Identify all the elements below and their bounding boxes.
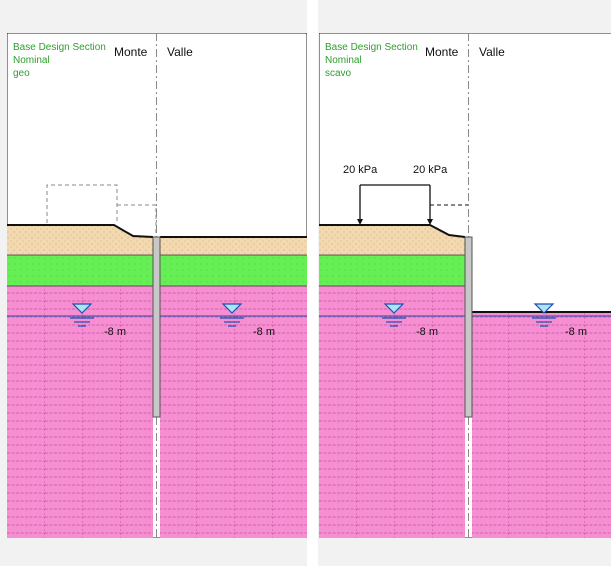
side-label-monte: Monte: [114, 45, 148, 59]
section-phase: scavo: [325, 68, 352, 79]
section-drawing-geo: Base Design Section Nominal geo Monte Va…: [7, 33, 307, 538]
water-level-label-valle: -8 m: [565, 326, 587, 338]
clay-layer-valle: [472, 312, 611, 538]
section-title: Base Design Section: [13, 42, 106, 53]
diaphragm-wall: [464, 236, 473, 418]
water-level-label-valle: -8 m: [253, 326, 275, 338]
side-label-valle: Valle: [479, 45, 505, 59]
water-table-icon: [70, 303, 94, 327]
ground-surface-monte: [319, 224, 466, 238]
inactive-surcharge: [46, 184, 118, 223]
section-title: Base Design Section: [325, 42, 418, 53]
clay-layer-monte: [7, 286, 153, 538]
water-table-icon: [382, 303, 406, 327]
ground-surface-monte: [7, 224, 154, 238]
section-panel-scavo: Base Design Section Nominal scavo Monte …: [318, 0, 611, 566]
sand-layer-valle: [160, 237, 307, 255]
section-phase: geo: [13, 68, 30, 79]
diaphragm-wall: [152, 236, 161, 418]
water-level-label-monte: -8 m: [416, 326, 438, 338]
sand-layer-monte: [319, 225, 465, 255]
section-mode: Nominal: [325, 55, 362, 66]
load-label-left: 20 kPa: [343, 164, 378, 176]
grass-layer-monte: [7, 255, 153, 286]
water-table-icon: [220, 303, 244, 327]
sand-layer-monte: [7, 225, 153, 255]
section-drawing-scavo: Base Design Section Nominal scavo Monte …: [319, 33, 611, 538]
section-mode: Nominal: [13, 55, 50, 66]
load-label-right: 20 kPa: [413, 164, 448, 176]
grass-layer-valle: [160, 255, 307, 286]
clay-layer-monte: [319, 286, 465, 538]
side-label-valle: Valle: [167, 45, 193, 59]
clay-layer-valle: [160, 286, 307, 538]
side-label-monte: Monte: [425, 45, 459, 59]
section-panel-geo: Base Design Section Nominal geo Monte Va…: [0, 0, 307, 566]
surcharge-load: [357, 184, 469, 225]
grass-layer-monte: [319, 255, 465, 286]
water-table-icon: [532, 303, 556, 327]
water-level-label-monte: -8 m: [104, 326, 126, 338]
